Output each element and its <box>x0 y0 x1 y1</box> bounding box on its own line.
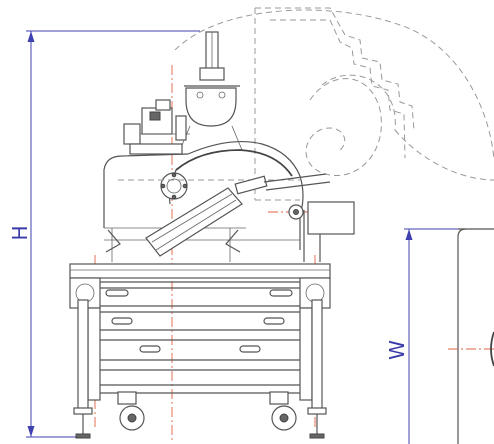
tilt-arm <box>145 173 331 257</box>
height-dimension: H <box>8 30 200 438</box>
frame <box>69 263 331 439</box>
valve-assembly <box>123 31 243 155</box>
side-panel <box>303 201 355 262</box>
centerlines <box>94 65 330 440</box>
side-view <box>448 228 494 444</box>
height-label: H <box>8 225 32 240</box>
swing-envelope <box>174 7 494 201</box>
width-label: W <box>385 340 409 360</box>
housing-body <box>103 140 304 262</box>
width-dimension: W <box>385 228 470 444</box>
casters <box>117 391 297 431</box>
